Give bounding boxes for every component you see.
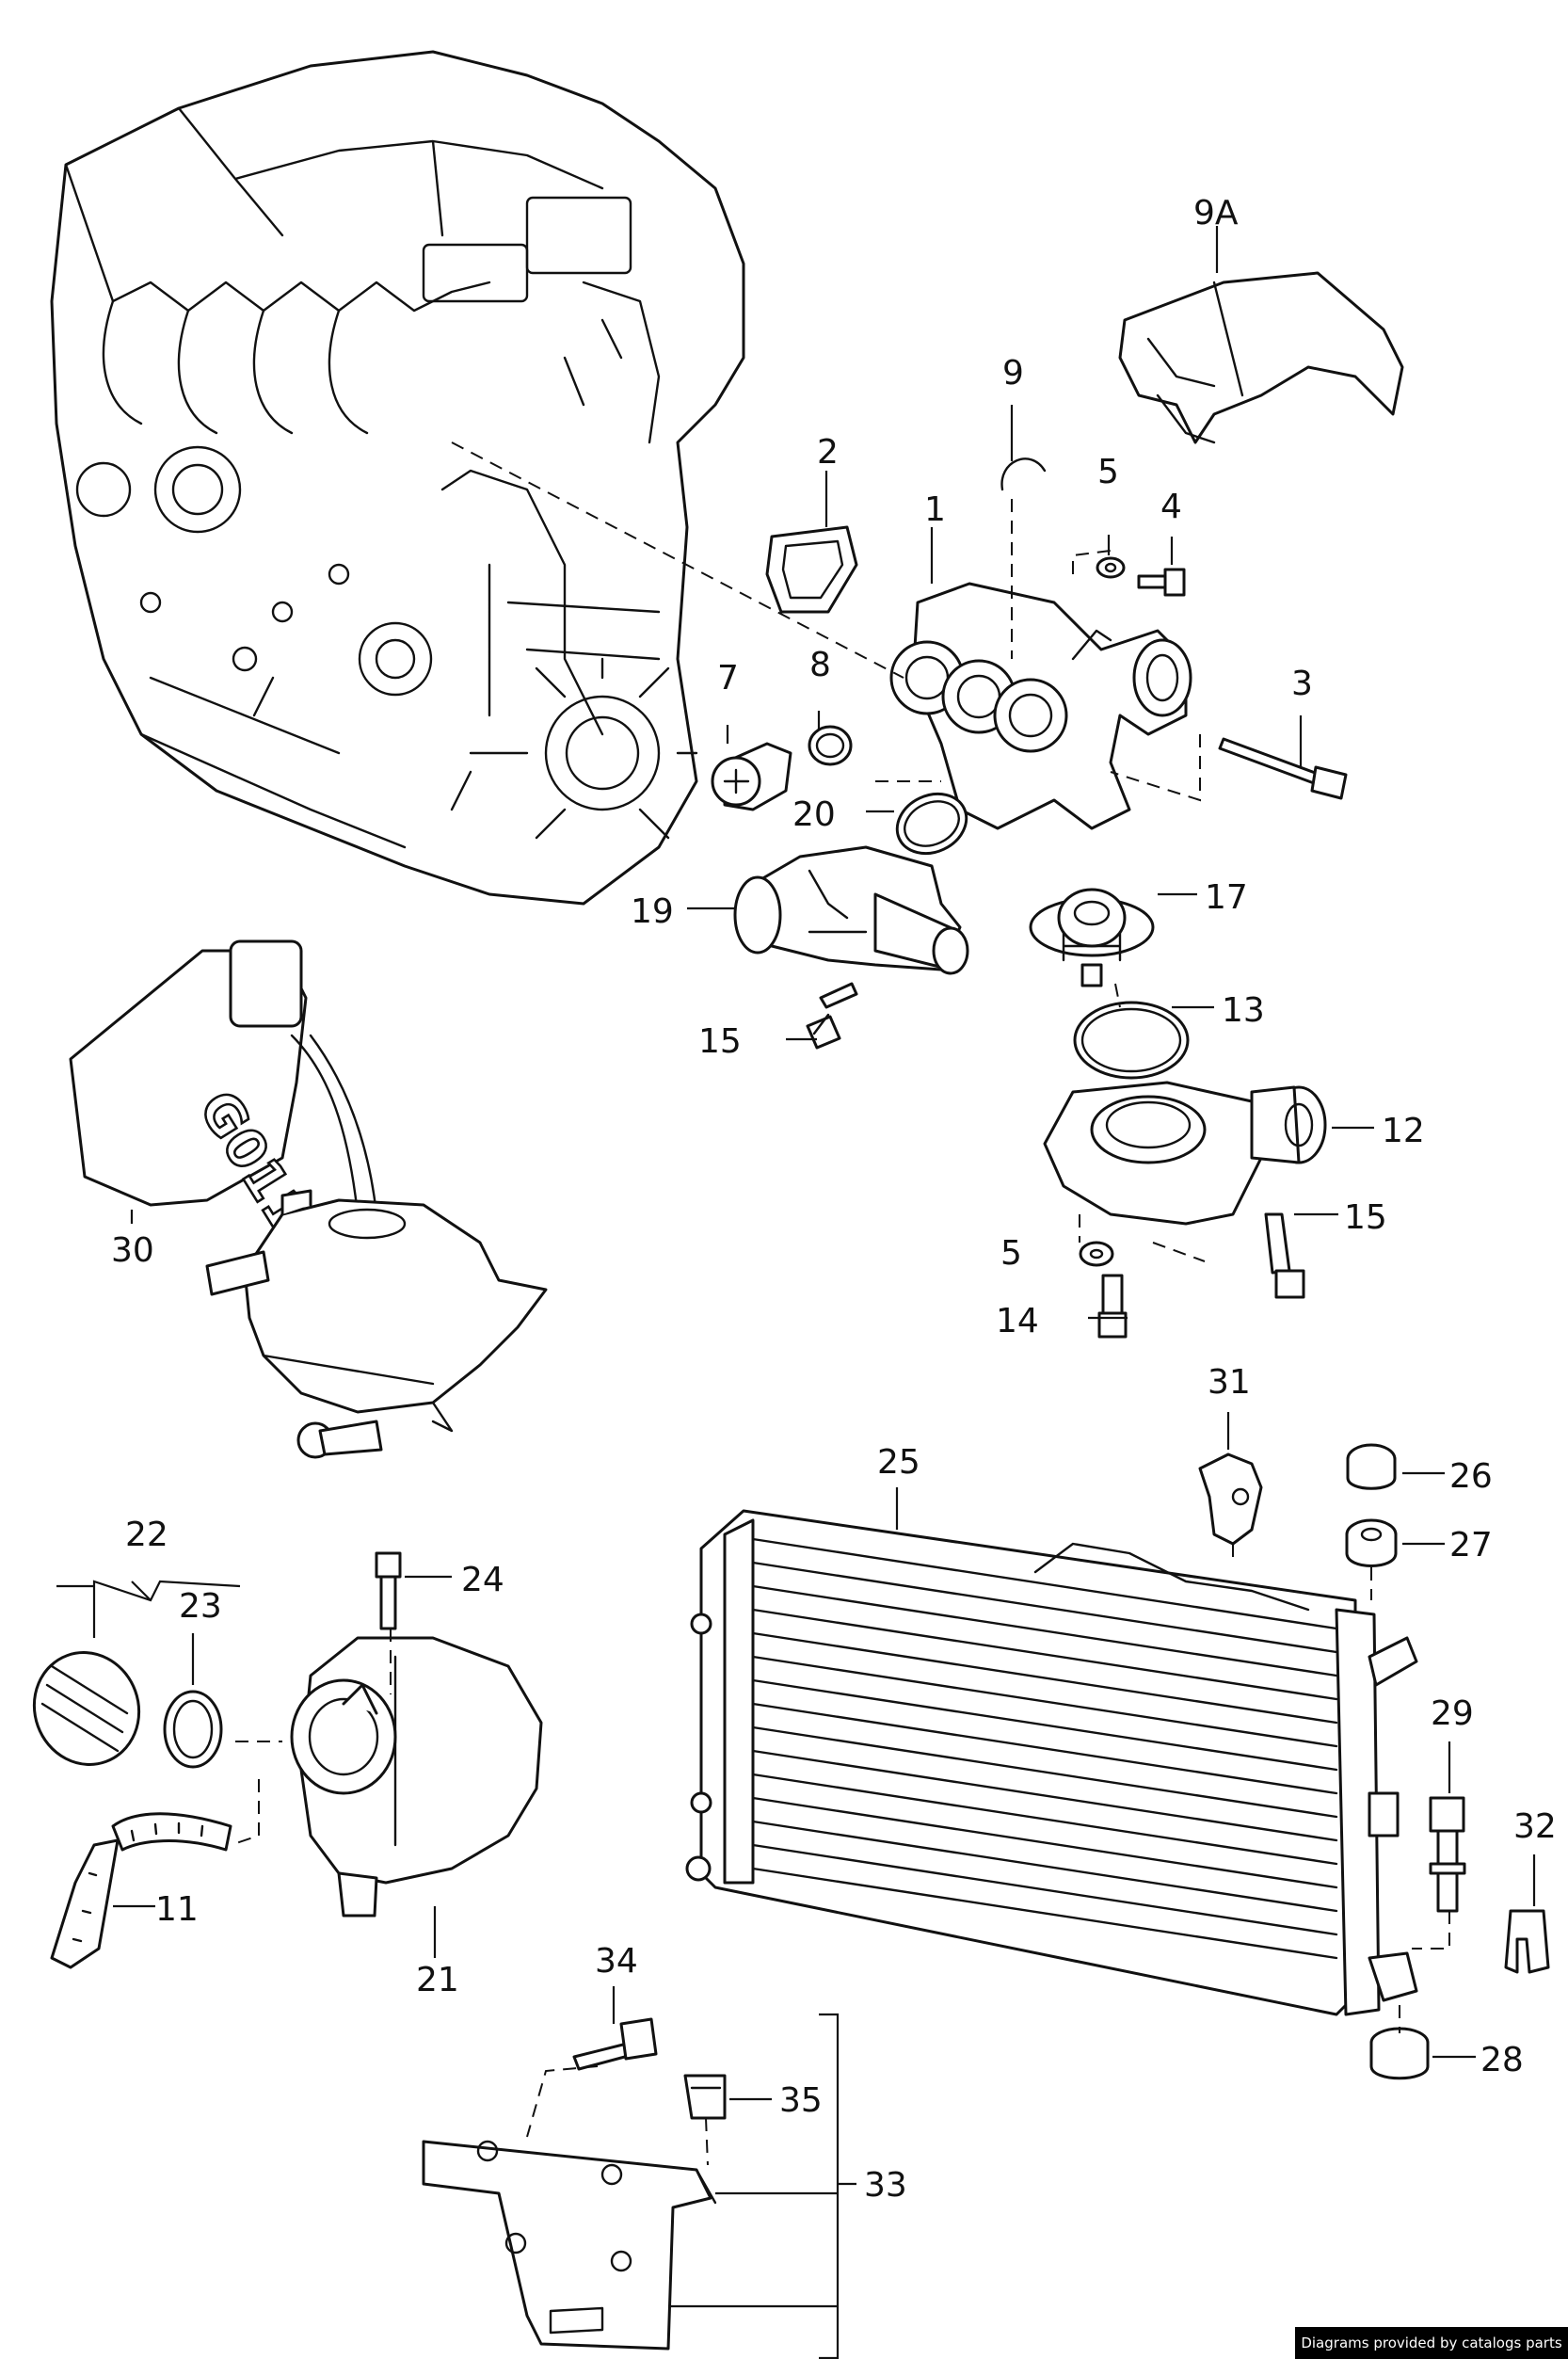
part-28-lower-bushing	[1369, 2027, 1430, 2080]
callout-21: 21	[416, 1961, 459, 1999]
part-7-plug	[711, 742, 792, 811]
part-34-bolt	[572, 2017, 658, 2071]
callout-15-left: 15	[698, 1022, 742, 1061]
part-12-outlet-housing	[1043, 1081, 1327, 1226]
callout-7: 7	[717, 659, 739, 698]
part-23-ring	[163, 1690, 223, 1769]
callout-9: 9	[1002, 354, 1024, 393]
callout-14: 14	[996, 1302, 1039, 1340]
callout-5-bottom: 5	[1000, 1234, 1022, 1273]
part-33-bracket	[422, 2140, 717, 2351]
part-4-bolt	[1137, 568, 1186, 597]
part-35-clip-nut	[683, 2074, 727, 2120]
callout-2: 2	[817, 433, 839, 472]
part-24-bolt	[375, 1551, 402, 1630]
callout-32: 32	[1513, 1807, 1557, 1846]
part-27-bushing	[1345, 1518, 1398, 1567]
part-14-bolt	[1097, 1274, 1128, 1339]
callout-20: 20	[792, 795, 836, 834]
part-20-o-ring	[895, 792, 968, 856]
callout-26: 26	[1449, 1457, 1493, 1496]
diagram-credit-bar: Diagrams provided by catalogs parts	[1295, 2327, 1568, 2359]
callout-8: 8	[809, 646, 831, 684]
part-32-clip	[1504, 1909, 1550, 1974]
callout-31: 31	[1208, 1363, 1251, 1402]
part-9a-heat-shield	[1118, 271, 1404, 444]
dashed-reference-lines	[230, 441, 1450, 2166]
part-15-bolt-left	[806, 982, 858, 1050]
callout-13: 13	[1222, 991, 1265, 1030]
callout-19: 19	[631, 892, 674, 931]
callout-33: 33	[864, 2166, 907, 2205]
callout-12: 12	[1382, 1112, 1425, 1150]
callout-4: 4	[1160, 488, 1182, 526]
callout-35: 35	[779, 2081, 823, 2120]
part-9-clip	[1000, 457, 1047, 491]
part-17-thermostat	[1029, 888, 1155, 987]
part-21-expansion-tank	[290, 1636, 543, 1918]
part-29-bolt	[1429, 1796, 1466, 1913]
part-5-washer-bottom	[1079, 1241, 1114, 1267]
callout-27: 27	[1449, 1526, 1493, 1565]
part-5-washer-top	[1096, 556, 1126, 579]
callout-labels: 1 2 3 4 5 5 7 8 9 9A 11 12 13 14 15 15 1…	[111, 194, 1557, 2205]
part-8-o-ring	[808, 725, 853, 766]
part-3-long-bolt	[1218, 737, 1348, 800]
part-11-coolant-hose	[50, 1812, 232, 1969]
callout-9a: 9A	[1193, 194, 1239, 233]
part-1-coolant-flange	[889, 582, 1192, 830]
part-15-bolt-right	[1264, 1212, 1305, 1299]
callout-5-top: 5	[1097, 453, 1119, 491]
part-19-connecting-pipe	[733, 845, 969, 975]
callout-15-right: 15	[1344, 1198, 1387, 1237]
part-31-bracket	[1198, 1452, 1263, 1546]
callout-24: 24	[461, 1561, 504, 1599]
callout-25: 25	[877, 1443, 920, 1482]
part-30-coolant-container: G011	[69, 939, 378, 1244]
callout-1: 1	[924, 490, 946, 529]
callout-29: 29	[1431, 1694, 1474, 1733]
part-25-radiator	[685, 1509, 1418, 2016]
callout-30: 30	[111, 1231, 154, 1270]
part-22-cap	[32, 1651, 141, 1766]
callout-23: 23	[179, 1587, 222, 1626]
callout-34: 34	[595, 1942, 638, 1981]
callout-11: 11	[155, 1890, 199, 1929]
callout-17: 17	[1205, 878, 1248, 917]
part-13-seal-ring	[1073, 1001, 1190, 1080]
leader-lines	[56, 226, 1536, 2359]
callout-28: 28	[1480, 2041, 1524, 2079]
expansion-tank-filling	[205, 1189, 548, 1459]
engine-block	[50, 50, 745, 906]
part-2-gasket	[765, 525, 858, 614]
part-26-rubber-cap	[1346, 1443, 1397, 1490]
callout-3: 3	[1291, 665, 1313, 703]
callout-22: 22	[125, 1516, 168, 1554]
